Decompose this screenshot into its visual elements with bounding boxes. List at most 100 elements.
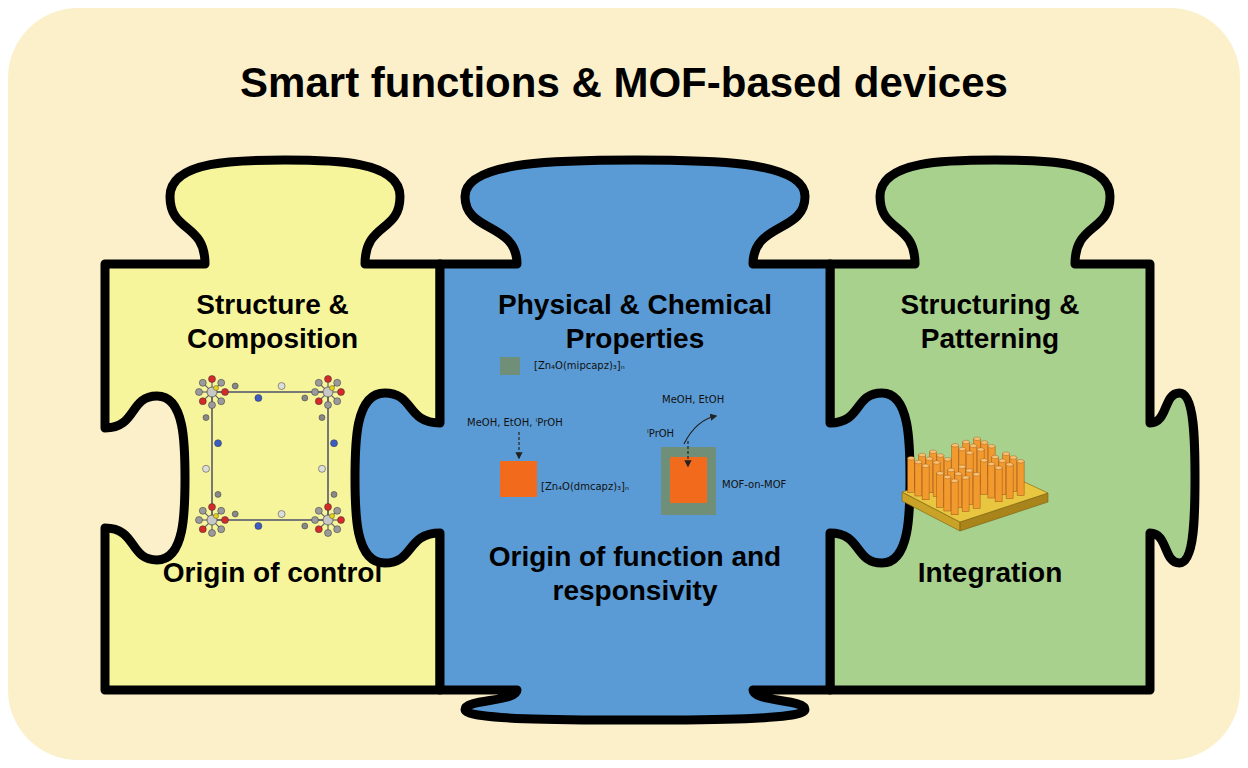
pillar-top — [937, 454, 944, 458]
atom — [196, 517, 203, 524]
mof-pillar — [988, 446, 995, 480]
atom — [203, 465, 210, 472]
pillar-top — [966, 451, 973, 455]
piece-caption: Origin of function and responsivity — [485, 540, 785, 607]
pillar-top — [995, 466, 1002, 470]
mof-pillar — [981, 460, 988, 494]
mof-pillar — [970, 446, 977, 480]
atom — [214, 386, 219, 391]
piece-caption: Origin of control — [123, 556, 423, 590]
atom — [255, 523, 262, 530]
atom — [232, 511, 238, 517]
cluster-bond — [212, 391, 225, 392]
mof-pillar — [1017, 461, 1024, 495]
pillar-top — [981, 458, 988, 462]
cluster-bond — [212, 392, 221, 401]
mof-pillar — [908, 458, 915, 492]
atom — [315, 507, 322, 514]
atom — [319, 415, 325, 421]
dashed-arrow — [687, 441, 688, 466]
cluster-bond — [315, 391, 328, 392]
atom — [331, 440, 338, 447]
cluster-bond — [203, 520, 212, 529]
substrate-top — [902, 466, 1048, 522]
mof-pillar — [988, 464, 995, 498]
mof-pillar — [962, 478, 969, 512]
cluster-bond — [199, 391, 212, 392]
atom — [312, 517, 319, 524]
atom — [209, 402, 216, 409]
mof-pillar — [999, 461, 1006, 495]
mof-pillar — [944, 459, 951, 493]
substrate-side — [902, 492, 960, 531]
pillar-top — [937, 471, 944, 475]
mof-pillar — [977, 450, 984, 484]
pillar-top — [966, 469, 973, 473]
core-square — [670, 457, 707, 503]
pillar-top — [959, 447, 966, 451]
pillar-top — [915, 460, 922, 464]
cluster-bond — [327, 392, 328, 405]
atom — [334, 507, 341, 514]
zinc-atom — [207, 387, 217, 397]
atom — [325, 504, 332, 511]
atom — [315, 526, 322, 533]
mof-pillar — [974, 439, 981, 473]
atom — [215, 491, 221, 497]
mof-pillar — [919, 455, 926, 489]
pillar-top — [922, 464, 929, 468]
atom — [218, 379, 225, 386]
cluster-bond — [203, 511, 212, 520]
scheme-label: ⁱPrOH — [647, 428, 674, 440]
piece-heading: Structuring & Patterning — [850, 288, 1130, 355]
cluster-bond — [319, 520, 328, 529]
cluster-bond — [327, 379, 328, 392]
mof-pillar — [973, 474, 980, 508]
atom — [255, 395, 262, 402]
cluster-bond — [212, 520, 221, 529]
cluster-bond — [203, 392, 212, 401]
patterned-substrate — [902, 437, 1048, 531]
atom — [218, 398, 225, 405]
cluster-bond — [315, 519, 328, 520]
mof-pillar — [966, 453, 973, 487]
mof-pillar — [1003, 454, 1010, 488]
atom — [215, 440, 222, 447]
cluster-bond — [319, 392, 328, 401]
cluster-bond — [328, 519, 341, 520]
atom — [209, 504, 216, 511]
cluster-bond — [203, 383, 212, 392]
pillar-top — [988, 444, 995, 448]
mof-pillar — [959, 449, 966, 483]
diagram-title: Smart functions & MOF-based devices — [0, 58, 1248, 108]
pillar-top — [955, 472, 962, 476]
cream-panel — [8, 8, 1240, 760]
mof-pillar — [955, 474, 962, 508]
mof-pillar — [915, 462, 922, 496]
pillar-top — [1010, 456, 1017, 460]
puzzle-piece: Physical & Chemical PropertiesOrigin of … — [440, 264, 830, 690]
pillar-top — [974, 437, 981, 441]
piece-heading: Physical & Chemical Properties — [470, 288, 800, 355]
pillar-top — [1006, 463, 1013, 467]
mof-pillar — [952, 445, 959, 479]
scheme-label: MeOH, EtOH — [662, 394, 724, 406]
cluster-bond — [211, 507, 212, 520]
linker-bond — [211, 392, 213, 520]
mof-on-mof-scheme — [500, 357, 716, 515]
atom — [334, 379, 341, 386]
mof-pillar — [1010, 458, 1017, 492]
pillar-top — [999, 459, 1006, 463]
pillar-top — [944, 475, 951, 479]
cluster-bond — [328, 391, 341, 392]
mof-pillar — [966, 471, 973, 505]
mof-pillar — [959, 467, 966, 501]
pillar-top — [1003, 452, 1010, 456]
atom — [330, 514, 335, 519]
mof-pillar — [922, 466, 929, 500]
pillar-top — [908, 456, 915, 460]
cluster-bond — [212, 519, 225, 520]
pillar-top — [973, 472, 980, 476]
mof-pillar — [995, 468, 1002, 502]
piece-caption: Integration — [850, 556, 1130, 590]
